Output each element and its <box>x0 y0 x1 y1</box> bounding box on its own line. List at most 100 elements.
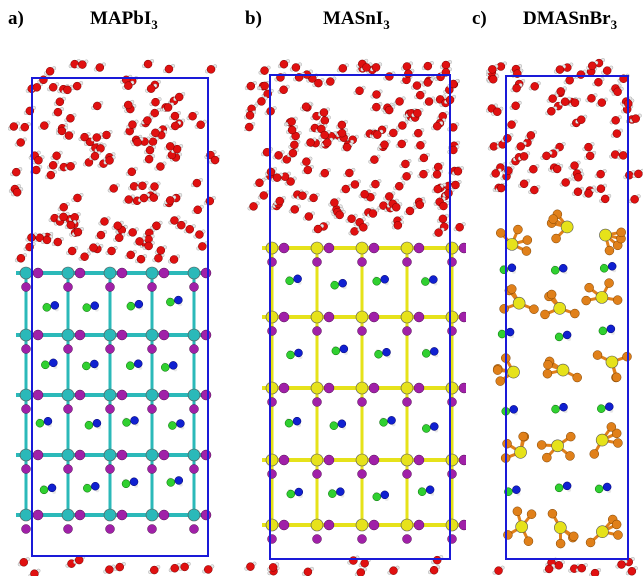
water-oxygen <box>372 102 381 112</box>
cation-nitrogen <box>509 405 518 414</box>
cation-carbon <box>417 487 427 496</box>
water-oxygen <box>432 555 442 565</box>
water-oxygen <box>30 569 39 576</box>
halide-atom <box>447 469 457 479</box>
cation-nitrogen <box>134 299 144 309</box>
panel-a-snapshot <box>8 55 220 576</box>
halide-atom <box>368 382 380 394</box>
water-oxygen <box>198 242 207 251</box>
water-oxygen <box>584 189 593 198</box>
cation-carbon <box>550 265 560 275</box>
water-oxygen <box>404 69 413 79</box>
water-oxygen <box>587 94 596 103</box>
water-oxygen <box>362 63 371 72</box>
water-oxygen <box>11 167 21 177</box>
water-oxygen <box>433 184 443 194</box>
metal-atom <box>265 241 279 255</box>
halide-atom <box>116 267 128 279</box>
tin-atom <box>596 525 609 538</box>
cation-carbon <box>82 303 92 312</box>
tin-atom <box>560 220 574 234</box>
halide-atom <box>357 397 367 407</box>
water-oxygen <box>337 128 347 138</box>
halide-atom <box>189 524 199 534</box>
halide-atom <box>189 404 199 414</box>
halide-atom <box>357 326 367 336</box>
cation-nitrogen <box>130 416 139 425</box>
water-oxygen <box>279 59 289 69</box>
halide-atom <box>105 464 115 474</box>
water-oxygen <box>177 220 186 230</box>
water-oxygen <box>100 217 109 226</box>
water-oxygen <box>313 224 323 234</box>
water-oxygen <box>423 78 433 87</box>
cation-carbon <box>41 360 50 370</box>
bromide-atom <box>572 372 582 383</box>
water-oxygen <box>195 230 204 239</box>
halide-atom <box>323 382 335 394</box>
metal-atom <box>19 328 33 342</box>
halide-atom <box>357 469 367 479</box>
water-oxygen <box>126 250 135 260</box>
bromide-atom <box>522 235 533 245</box>
halide-atom <box>74 267 86 279</box>
water-oxygen <box>180 562 189 572</box>
water-oxygen <box>66 162 75 171</box>
metal-atom <box>145 266 159 280</box>
halide-atom <box>189 464 199 474</box>
bromide-atom <box>526 509 537 519</box>
water-oxygen <box>380 140 389 149</box>
cation-carbon <box>328 489 337 498</box>
water-oxygen <box>434 228 443 237</box>
water-oxygen <box>415 90 425 100</box>
water-oxygen <box>395 97 404 106</box>
cation-nitrogen <box>380 490 390 500</box>
water-oxygen <box>370 155 379 164</box>
water-oxygen <box>34 156 43 165</box>
water-oxygen <box>519 152 529 161</box>
water-oxygen <box>73 193 82 203</box>
bromide-atom <box>503 530 513 540</box>
cation-carbon <box>554 483 564 493</box>
metal-atom <box>355 241 369 255</box>
water-oxygen <box>373 130 382 139</box>
halide-atom <box>278 454 290 466</box>
halide-atom <box>413 519 425 531</box>
water-oxygen <box>584 142 593 152</box>
water-oxygen <box>320 116 330 125</box>
halide-atom <box>63 464 73 474</box>
water-oxygen <box>95 63 105 72</box>
water-oxygen <box>63 85 72 95</box>
water-oxygen <box>415 200 425 209</box>
metal-atom <box>310 381 324 395</box>
cation-carbon <box>421 277 430 286</box>
water-oxygen <box>156 162 165 171</box>
cation-nitrogen <box>339 344 349 354</box>
water-oxygen <box>335 210 344 220</box>
water-oxygen <box>144 241 153 251</box>
cation-nitrogen <box>559 402 568 412</box>
cation-carbon <box>597 404 606 413</box>
halide-atom <box>147 524 157 534</box>
bromide-atom <box>611 428 622 439</box>
cation-nitrogen <box>606 324 616 334</box>
cation-nitrogen <box>169 361 178 370</box>
halide-atom <box>267 469 277 479</box>
cation-carbon <box>598 326 608 336</box>
water-oxygen <box>618 151 628 160</box>
halide-atom <box>158 509 170 521</box>
halide-atom <box>402 257 412 267</box>
water-oxygen <box>516 142 525 151</box>
halide-atom <box>357 534 367 544</box>
water-oxygen <box>507 120 516 129</box>
water-oxygen <box>497 183 506 193</box>
metal-atom <box>187 448 201 462</box>
water-oxygen <box>288 148 298 158</box>
water-oxygen <box>455 222 464 232</box>
water-oxygen <box>53 107 63 117</box>
water-oxygen <box>503 134 512 143</box>
water-oxygen <box>554 561 564 570</box>
water-oxygen <box>303 165 313 175</box>
halide-atom <box>312 257 322 267</box>
halide-atom <box>147 282 157 292</box>
